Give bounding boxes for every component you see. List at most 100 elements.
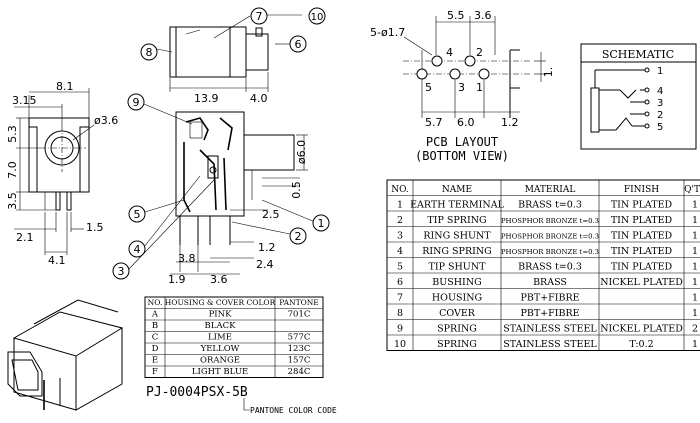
color-table-cell-r3-c0: D [152,344,159,354]
pantone-note: PANTONE COLOR CODE [250,406,337,415]
balloon-1-label: 1 [318,217,325,230]
parts-table-cell-r5-c2: BRASS [533,277,567,288]
parts-table-cell-r4-c2: BRASS t=0.3 [518,262,582,273]
balloon-2-label: 2 [295,230,302,243]
dim-pcb-57: 5.7 [425,116,443,129]
parts-table-cell-r9-c2: STAINLESS STEEL [503,339,597,350]
parts-table-cell-r6-c0: 7 [397,293,403,304]
parts-table-cell-r0-c4: 1 [692,200,698,211]
color-table-header-0: NO. [148,298,163,307]
parts-table-cell-r5-c3: NICKEL PLATED [600,277,683,288]
color-table-header-1: HOUSING & COVER COLOR [165,298,276,307]
jack-3d-illustration [7,299,124,411]
color-table-cell-r5-c2: 284C [288,367,311,377]
pcb-title: PCB LAYOUT [426,135,498,149]
color-table-cell-r2-c1: LIME [208,333,232,343]
balloon-5-label: 5 [134,208,141,221]
dim-front-hole: ø3.6 [94,114,118,127]
color-table-cell-r5-c0: F [152,367,158,377]
dim-side-36: 3.6 [210,273,228,286]
pcb-layout: 5-ø1.7 5.5 3.6 4 2 5 3 1 1. 5.7 6.0 1.2 … [370,9,555,163]
parts-table-cell-r4-c1: TIP SHUNT [429,262,487,273]
pcb-pin-2: 2 [476,46,483,59]
parts-table-cell-r6-c4: 1 [692,293,698,304]
pcb-hole-3 [449,68,461,80]
parts-table-cell-r5-c1: BUSHING [432,277,481,288]
pcb-hole-2 [464,55,476,67]
dim-pcb-1p: 1. [542,67,555,78]
dim-pcb-12: 1.2 [501,116,519,129]
pcb-pin-1: 1 [476,81,483,94]
top-view: 13.9 4.0 [156,14,302,105]
parts-table-cell-r8-c2: STAINLESS STEEL [503,324,597,335]
pcb-subtitle: (BOTTOM VIEW) [415,149,509,163]
parts-table-cell-r4-c0: 5 [397,262,403,273]
balloon-7 [250,7,268,25]
parts-table-cell-r2-c2: PHOSPHOR BRONZE t=0.3 [501,233,599,241]
dim-front-left: 3.15 [12,94,37,107]
parts-table-cell-r0-c1: EARTH TERMINAL [410,200,504,211]
balloon-1 [312,214,330,232]
schematic-pin-5: 5 [657,122,663,133]
color-table-cell-r5-c1: LIGHT BLUE [192,367,248,377]
dim-side-12: 1.2 [258,241,276,254]
parts-table-cell-r5-c4: 1 [692,277,698,288]
balloon-7-label: 7 [256,10,263,23]
dim-side-24: 2.4 [256,258,274,271]
parts-table-cell-r1-c0: 2 [397,215,403,226]
parts-table-cell-r6-c2: PBT+FIBRE [520,293,579,304]
color-table-cell-r4-c0: E [152,356,158,366]
color-table-cell-r0-c0: A [151,310,159,320]
parts-table-cell-r3-c0: 4 [397,246,403,257]
side-view: ø6.0 0.5 2.5 1.2 2.4 3.8 1.9 3.6 [127,103,316,286]
parts-table-header-4: Q'TY [684,185,700,195]
color-table-cell-r3-c2: 123C [288,344,311,354]
schematic-pin-1: 1 [657,66,663,77]
dim-front-15: 1.5 [86,221,104,234]
dim-front-21: 2.1 [16,231,34,244]
parts-table-cell-r8-c1: SPRING [437,324,477,335]
parts-table-header-1: NAME [442,185,472,195]
parts-table-cell-r2-c0: 3 [397,231,403,242]
color-table-cell-r1-c0: B [152,321,158,331]
parts-table-cell-r9-c3: T:0.2 [629,339,653,350]
parts-table-cell-r1-c1: TIP SPRING [427,215,486,226]
part-balloons: 8 7 10 6 9 5 4 3 1 2 [112,7,330,280]
parts-table-cell-r4-c4: 1 [692,262,698,273]
color-table-cell-r2-c0: C [152,333,159,343]
parts-table-cell-r3-c4: 1 [692,246,698,257]
dim-pcb-55: 5.5 [447,9,465,22]
dim-pcb-60: 6.0 [457,116,475,129]
parts-table-cell-r9-c4: 1 [692,339,698,350]
parts-table-cell-r8-c0: 9 [397,324,403,335]
parts-table-cell-r3-c3: TIN PLATED [611,246,673,257]
schematic: SCHEMATIC 1 4 3 2 5 [580,43,697,150]
balloon-8-label: 8 [146,46,153,59]
color-table-cell-r1-c1: BLACK [205,321,237,331]
balloon-4 [128,240,146,258]
parts-table-cell-r5-c0: 6 [397,277,403,288]
dim-side-60: ø6.0 [295,140,308,164]
parts-table-header-2: MATERIAL [525,185,576,195]
dim-pcb-36: 3.6 [474,9,492,22]
pcb-pin-4: 4 [446,46,453,59]
balloon-10 [308,7,326,25]
parts-table-cell-r2-c3: TIN PLATED [611,231,673,242]
pcb-pin-5: 5 [425,81,432,94]
parts-table-cell-r7-c1: COVER [439,308,476,319]
parts-table-cell-r0-c2: BRASS t=0.3 [518,200,582,211]
parts-table-cell-r9-c1: SPRING [437,339,477,350]
dim-pcb-holes: 5-ø1.7 [370,26,405,39]
pcb-hole-4 [431,55,443,67]
balloon-6 [289,35,307,53]
part-number: PJ-0004PSX-5B [146,385,248,400]
pcb-pin-3: 3 [458,81,465,94]
dim-front-70: 7.0 [6,161,19,179]
dim-side-25: 2.5 [262,208,280,221]
parts-table-cell-r0-c0: 1 [397,200,403,211]
parts-table-cell-r9-c0: 10 [394,339,406,350]
parts-table-cell-r7-c0: 8 [397,308,403,319]
